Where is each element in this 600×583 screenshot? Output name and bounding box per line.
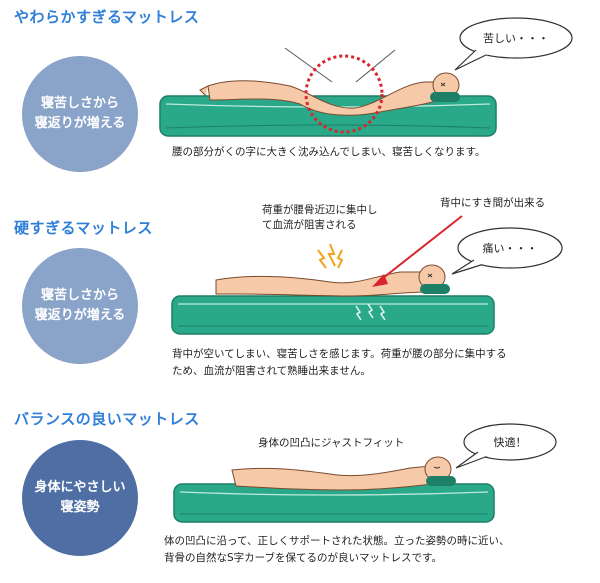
sleeping-person [231, 456, 456, 491]
gap-arrow [372, 215, 463, 287]
gap-note: 背中にすき間が出来る [440, 197, 546, 209]
sleeping-person [199, 72, 460, 116]
speech-bubble-text: 快適！ [493, 436, 527, 449]
effect-circle-text: 寝苦しさから 寝返りが増える [34, 96, 126, 131]
speech-bubble-text: 痛い・・・ [482, 242, 538, 255]
pointer-line [284, 47, 333, 83]
pointer-line [355, 49, 396, 83]
speech-bubble [454, 17, 573, 71]
effect-circle: 身体にやさしい 寝姿勢 [22, 440, 138, 556]
section-title: 硬すぎるマットレス [14, 219, 153, 237]
effect-circle-text: 身体にやさしい 寝姿勢 [34, 480, 126, 515]
speech-bubble [451, 227, 563, 275]
speech-bubble-text: 苦しい・・・ [483, 32, 549, 45]
section-description: 体の凹凸に沿って、正しくサポートされた状態。立った姿勢の時に近い、 背骨の自然な… [164, 535, 510, 564]
sinking-highlight-circle [304, 54, 384, 134]
effect-circle: 寝苦しさから 寝返りが増える [22, 248, 138, 364]
effect-circle-text: 寝苦しさから 寝返りが増える [34, 288, 126, 323]
section-description: 背中が空いてしまい、寝苦しさを感じます。荷重が腰の部分に集中する ため、血流が阻… [172, 348, 507, 377]
pressure-note: 荷重が腰骨近辺に集中し て血流が阻害される [262, 204, 378, 231]
mattress [171, 295, 495, 335]
impact-marks-icon [355, 303, 386, 321]
section-title: バランスの良いマットレス [14, 410, 200, 428]
pressure-spark-icon [317, 243, 344, 269]
sleeping-person [215, 264, 450, 297]
speech-bubble [455, 423, 557, 469]
fit-note: 身体の凹凸にジャストフィット [258, 437, 405, 449]
section-description: 腰の部分がくの字に大きく沈み込んでしまい、寝苦しくなります。 [172, 146, 486, 158]
effect-circle: 寝苦しさから 寝返りが増える [22, 56, 138, 172]
section-title: やわらかすぎるマットレス [14, 8, 200, 26]
